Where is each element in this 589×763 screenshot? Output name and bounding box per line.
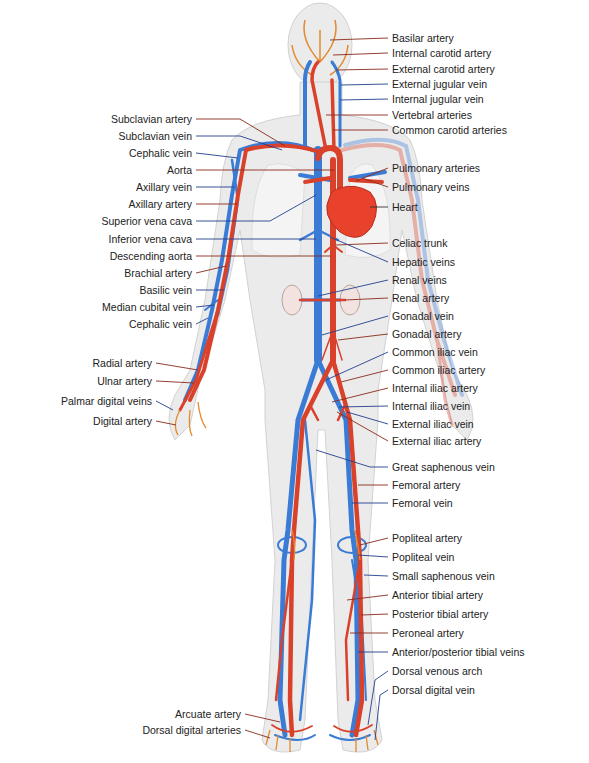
vessel-label: Internal carotid artery (392, 46, 491, 60)
vessel-label: Hepatic veins (392, 255, 455, 269)
heart-shape (327, 186, 377, 237)
vessel-label: Pulmonary veins (392, 180, 470, 194)
vessel-label: Palmar digital veins (61, 394, 152, 408)
vessel-label: Renal veins (392, 273, 447, 287)
vessel-label: Cephalic vein (129, 317, 192, 331)
vessel-label: Axillary vein (136, 180, 192, 194)
vessel-label: Heart (392, 200, 418, 214)
vessel-label: Popliteal artery (392, 531, 462, 545)
vessel-label: Posterior tibial artery (392, 607, 488, 621)
vessel-label: External iliac artery (392, 434, 481, 448)
vessel-label: Inferior vena cava (109, 232, 192, 246)
vessel-label: Basilic vein (139, 283, 192, 297)
vessel-label: Vertebral arteries (392, 108, 472, 122)
vessel-label: Dorsal digital arteries (142, 723, 241, 737)
vessel-label: Great saphenous vein (392, 460, 495, 474)
vessel-label: Common iliac artery (392, 363, 485, 377)
body-silhouette (169, 3, 473, 752)
vessel-label: Axillary artery (128, 197, 192, 211)
vessel-label: Median cubital vein (102, 300, 192, 314)
leader-lines (316, 38, 388, 740)
vessel-label: Gonadal vein (392, 309, 454, 323)
vessel-label: Internal iliac artery (392, 381, 478, 395)
vessel-label: Basilar artery (392, 31, 454, 45)
vessel-label: External carotid artery (392, 62, 495, 76)
vessel-label: Ulnar artery (97, 374, 152, 388)
vessel-label: Common iliac vein (392, 345, 478, 359)
vessel-label: External jugular vein (392, 77, 487, 91)
vessel-label: Superior vena cava (102, 214, 192, 228)
vessel-label: Common carotid arteries (392, 123, 507, 137)
vessel-label: Dorsal digital vein (392, 683, 475, 697)
vessel-label: Brachial artery (124, 266, 192, 280)
vessel-label: Renal artery (392, 291, 449, 305)
vessel-label: Celiac trunk (392, 236, 447, 250)
vessel-label: Subclavian vein (118, 129, 192, 143)
vessel-label: Aorta (167, 163, 192, 177)
vessel-label: Femoral artery (392, 478, 460, 492)
vessel-label: Pulmonary arteries (392, 161, 480, 175)
vessel-label: Digital artery (93, 414, 152, 428)
vessel-label: Peroneal artery (392, 626, 464, 640)
vessel-label: Femoral vein (392, 496, 453, 510)
vessel-label: Small saphenous vein (392, 569, 495, 583)
vessel-label: Gonadal artery (392, 327, 461, 341)
vessel-label: Radial artery (92, 356, 152, 370)
vessel-label: Internal iliac vein (392, 399, 470, 413)
vessel-label: Anterior/posterior tibial veins (392, 645, 524, 659)
vessel-label: Internal jugular vein (392, 92, 484, 106)
vessel-label: Popliteal vein (392, 550, 454, 564)
vessel-label: Dorsal venous arch (392, 664, 482, 678)
vessel-label: External iliac vein (392, 417, 474, 431)
vessel-label: Subclavian artery (111, 112, 192, 126)
vessel-label: Anterior tibial artery (392, 588, 483, 602)
vessel-label: Cephalic vein (129, 146, 192, 160)
vessel-label: Arcuate artery (175, 707, 241, 721)
vessel-label: Descending aorta (110, 249, 192, 263)
